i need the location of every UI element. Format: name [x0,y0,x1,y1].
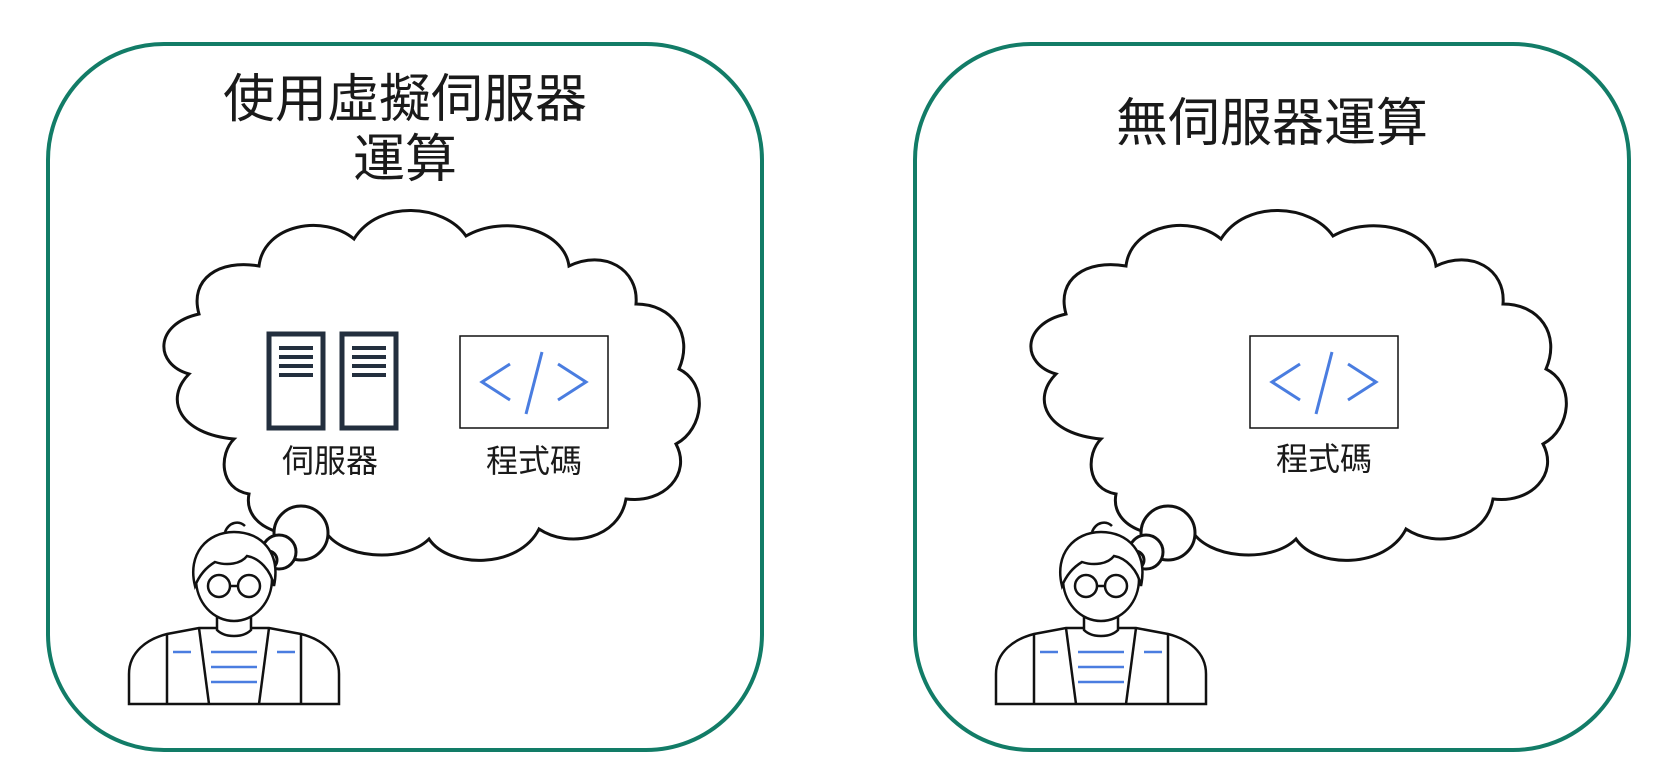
code-icon [1248,334,1400,430]
panel-title: 使用虛擬伺服器 運算 [50,70,760,190]
server-label: 伺服器 [282,442,378,480]
serverless-illustration: 程式碼 [994,208,1568,706]
title-line: 無伺服器運算 [1115,94,1428,154]
code-label: 程式碼 [486,442,582,480]
thought-cloud [162,208,701,562]
code-icon [458,334,610,430]
code-label: 程式碼 [1276,440,1372,478]
server-rack-icon [269,334,323,428]
title-line: 運算 [352,130,457,190]
server-rack-icon [342,334,396,428]
panel-title: 無伺服器運算 [917,94,1627,154]
virtual-server-illustration: 伺服器 程式碼 [127,208,701,706]
virtual-server-panel: 使用虛擬伺服器 運算 伺服器 程式碼 [46,42,764,752]
title-line: 使用虛擬伺服器 [222,70,587,130]
serverless-panel: 無伺服器運算 程式碼 [913,42,1631,752]
